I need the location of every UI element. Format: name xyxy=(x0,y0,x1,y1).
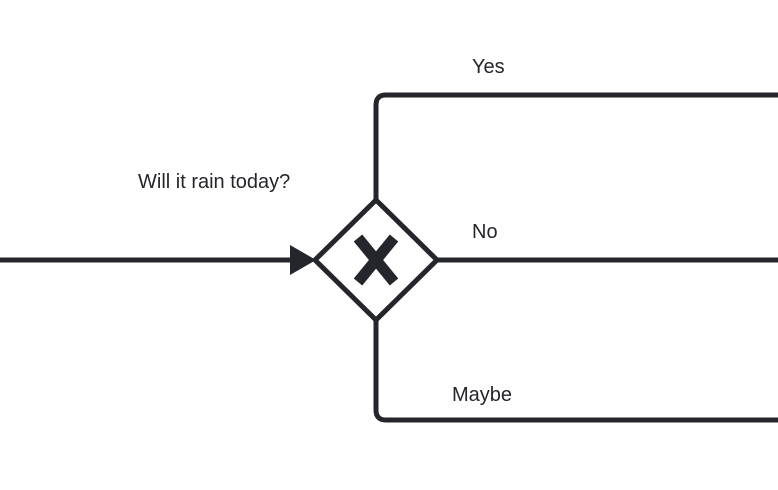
incoming-flow-arrowhead xyxy=(290,245,316,275)
sequence-flow-label-yes: Yes xyxy=(472,56,505,78)
sequence-flow-yes-path xyxy=(373,92,778,200)
sequence-flow-maybe-path xyxy=(373,320,778,423)
sequence-flow-label-maybe: Maybe xyxy=(452,384,513,406)
sequence-flow-label-no: No xyxy=(472,221,498,243)
gateway-label: Will it rain today? xyxy=(138,171,291,193)
exclusive-gateway-x-marker xyxy=(353,234,399,286)
